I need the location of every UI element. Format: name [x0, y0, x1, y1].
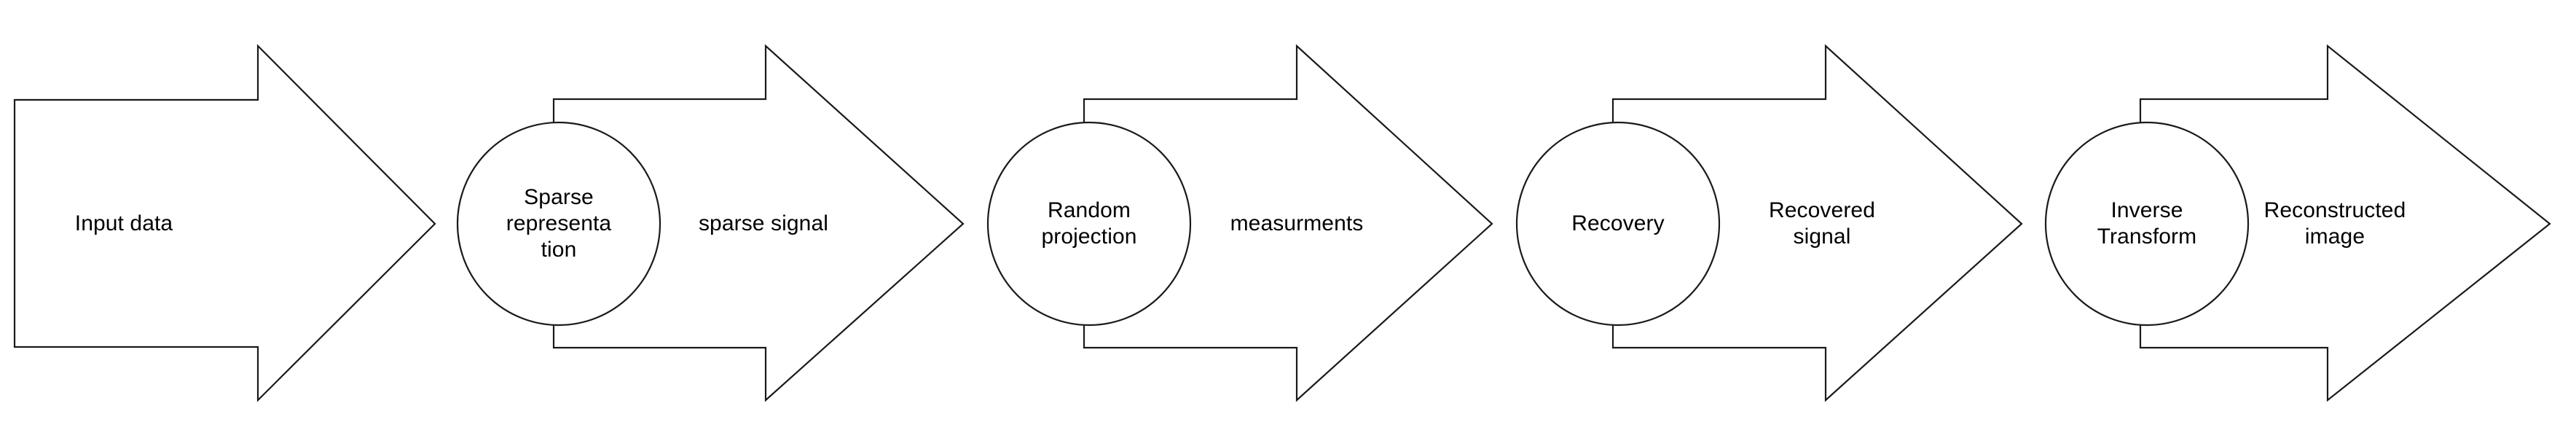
arrow-shape-inverse-transform[interactable] [2139, 44, 2551, 402]
node-circle-random-projection[interactable] [986, 121, 1192, 327]
arrow-shape-random-projection[interactable] [1083, 44, 1493, 402]
arrow-shape-input[interactable] [13, 44, 436, 402]
node-circle-sparse-representation[interactable] [456, 121, 661, 327]
node-circle-recovery[interactable] [1515, 121, 1721, 327]
node-circle-inverse-transform[interactable] [2044, 121, 2250, 327]
arrow-shape-recovery[interactable] [1611, 44, 2023, 402]
arrow-shape-sparse-representation[interactable] [552, 44, 965, 402]
